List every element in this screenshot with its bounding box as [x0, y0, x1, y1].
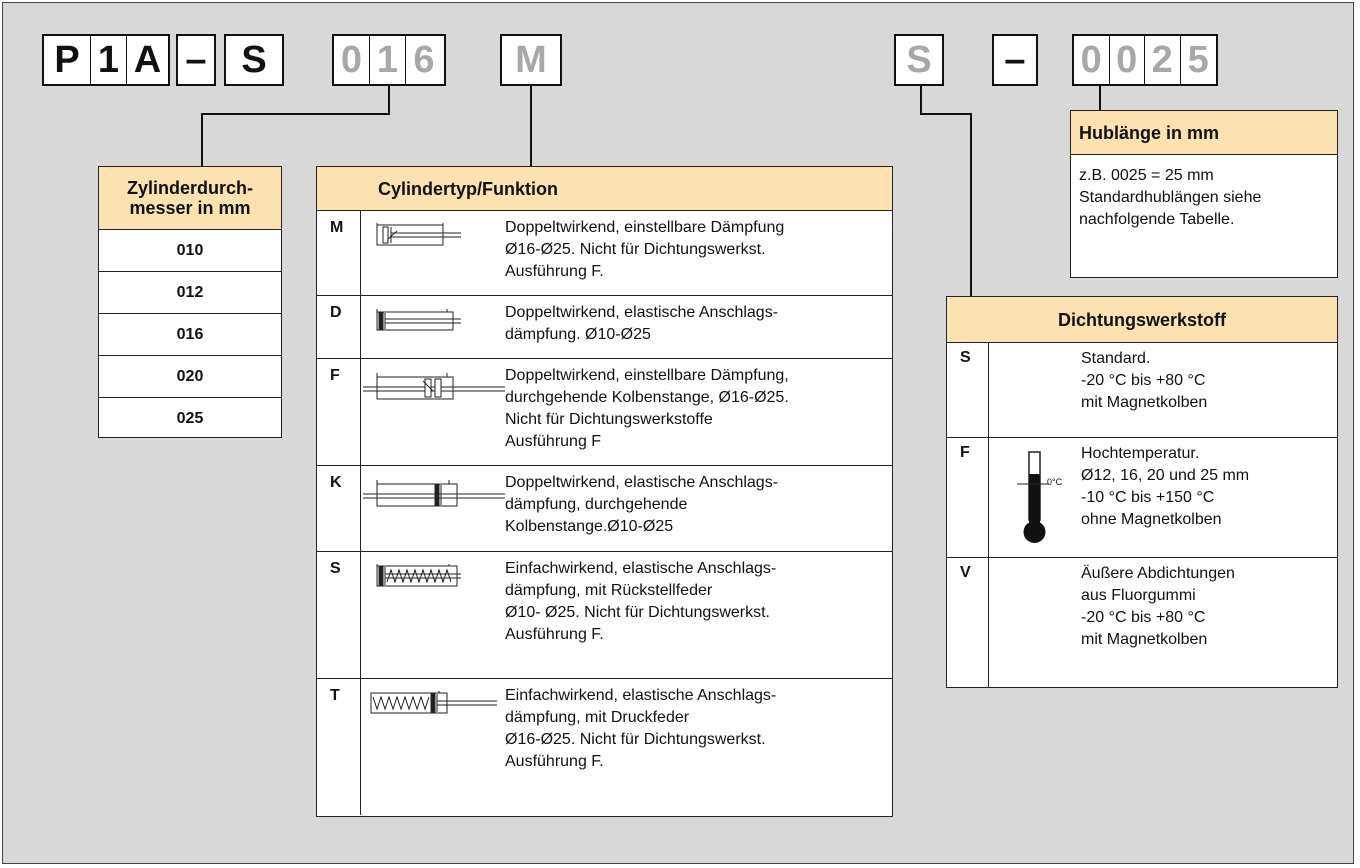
diameter-row: 010: [99, 230, 281, 272]
seal-code: S: [947, 343, 989, 437]
hub-description: z.B. 0025 = 25 mm Standardhublängen sieh…: [1079, 167, 1262, 228]
spring-symbol-icon: [361, 552, 505, 678]
cylinder-symbol-icon: [361, 211, 505, 295]
cylindertyp-table: Cylindertyp/Funktion M Doppeltwirkend, e…: [316, 166, 893, 817]
diameter-row: 012: [99, 272, 281, 314]
type-row: S Einfachwirkend, elastische Anschlags- …: [317, 552, 892, 679]
code-char: 0: [1110, 36, 1145, 84]
code-s: S: [224, 34, 284, 86]
code-seal: S: [894, 34, 944, 86]
type-row: T Einfachwirkend, elastische Anschlags- …: [317, 679, 892, 815]
code-char: 0: [334, 36, 370, 84]
dichtung-header: Dichtungswerkstoff: [947, 297, 1337, 343]
hub-table: Hublänge in mm z.B. 0025 = 25 mm Standar…: [1070, 110, 1338, 278]
seal-code: V: [947, 558, 989, 687]
dichtung-table: Dichtungswerkstoff S Standard. -20 °C bi…: [946, 296, 1338, 688]
code-dash-2: –: [992, 34, 1038, 86]
cylinder-symbol-icon: [361, 466, 505, 551]
type-code: K: [317, 466, 361, 551]
cylinder-symbol-icon: [361, 296, 505, 358]
seal-row: F 0°C Hochtemperatur. Ø12, 16, 20 und 25…: [947, 438, 1337, 558]
type-code: D: [317, 296, 361, 358]
type-row: F Doppeltwirkend, einstellbare Dämpfung,…: [317, 359, 892, 466]
zylinder-table: Zylinderdurch- messer in mm 010 012 016 …: [98, 166, 282, 438]
seal-code: F: [947, 438, 989, 557]
seal-description: Standard. -20 °C bis +80 °C mit Magnetko…: [1081, 350, 1208, 411]
diameter-row: 020: [99, 356, 281, 398]
type-description: Doppeltwirkend, einstellbare Dämpfung Ø1…: [505, 219, 785, 280]
cylindertyp-header: Cylindertyp/Funktion: [317, 167, 892, 211]
type-code: F: [317, 359, 361, 465]
thermometer-icon: 0°C: [989, 438, 1081, 557]
type-row: M Doppeltwirkend, einstellbare Dämpfung …: [317, 211, 892, 296]
type-description: Doppeltwirkend, elastische Anschlags- dä…: [505, 474, 779, 535]
seal-row: V Äußere Abdichtungen aus Fluorgummi -20…: [947, 558, 1337, 687]
type-description: Einfachwirkend, elastische Anschlags- dä…: [505, 560, 777, 643]
hub-header: Hublänge in mm: [1071, 111, 1337, 155]
zylinder-header: Zylinderdurch- messer in mm: [99, 167, 281, 230]
code-char: 2: [1145, 36, 1181, 84]
type-row: K Doppeltwirkend, elastische Anschlags- …: [317, 466, 892, 552]
code-type: M: [500, 34, 562, 86]
seal-symbol-empty: [989, 343, 1081, 437]
seal-description: Äußere Abdichtungen aus Fluorgummi -20 °…: [1081, 565, 1235, 648]
type-description: Doppeltwirkend, elastische Anschlags- dä…: [505, 304, 779, 343]
type-row: D Doppeltwirkend, elastische Anschlags- …: [317, 296, 892, 359]
type-code: S: [317, 552, 361, 678]
code-char: 1: [370, 36, 406, 84]
code-p1a: P 1 A: [42, 34, 170, 86]
seal-row: S Standard. -20 °C bis +80 °C mit Magnet…: [947, 343, 1337, 438]
code-char: A: [133, 39, 162, 81]
code-char: 5: [1187, 39, 1209, 81]
diameter-row: 025: [176, 410, 204, 427]
thermometer-label: 0°C: [1047, 477, 1063, 487]
spring-symbol-icon: [361, 679, 505, 815]
cylinder-symbol-icon: [361, 359, 505, 465]
code-char: P: [44, 36, 91, 84]
seal-symbol-empty: [989, 558, 1081, 687]
type-code: M: [317, 211, 361, 295]
code-char: 1: [91, 36, 127, 84]
type-code: T: [317, 679, 361, 815]
seal-description: Hochtemperatur. Ø12, 16, 20 und 25 mm -1…: [1081, 445, 1250, 528]
code-diameter: 0 1 6: [332, 34, 446, 86]
code-stroke: 0 0 2 5: [1072, 34, 1218, 86]
diameter-row: 016: [99, 314, 281, 356]
type-description: Doppeltwirkend, einstellbare Dämpfung, d…: [505, 367, 789, 450]
type-description: Einfachwirkend, elastische Anschlags- dä…: [505, 687, 777, 770]
code-char: 0: [1074, 36, 1110, 84]
code-char: 6: [413, 39, 435, 81]
code-dash-1: –: [176, 34, 216, 86]
